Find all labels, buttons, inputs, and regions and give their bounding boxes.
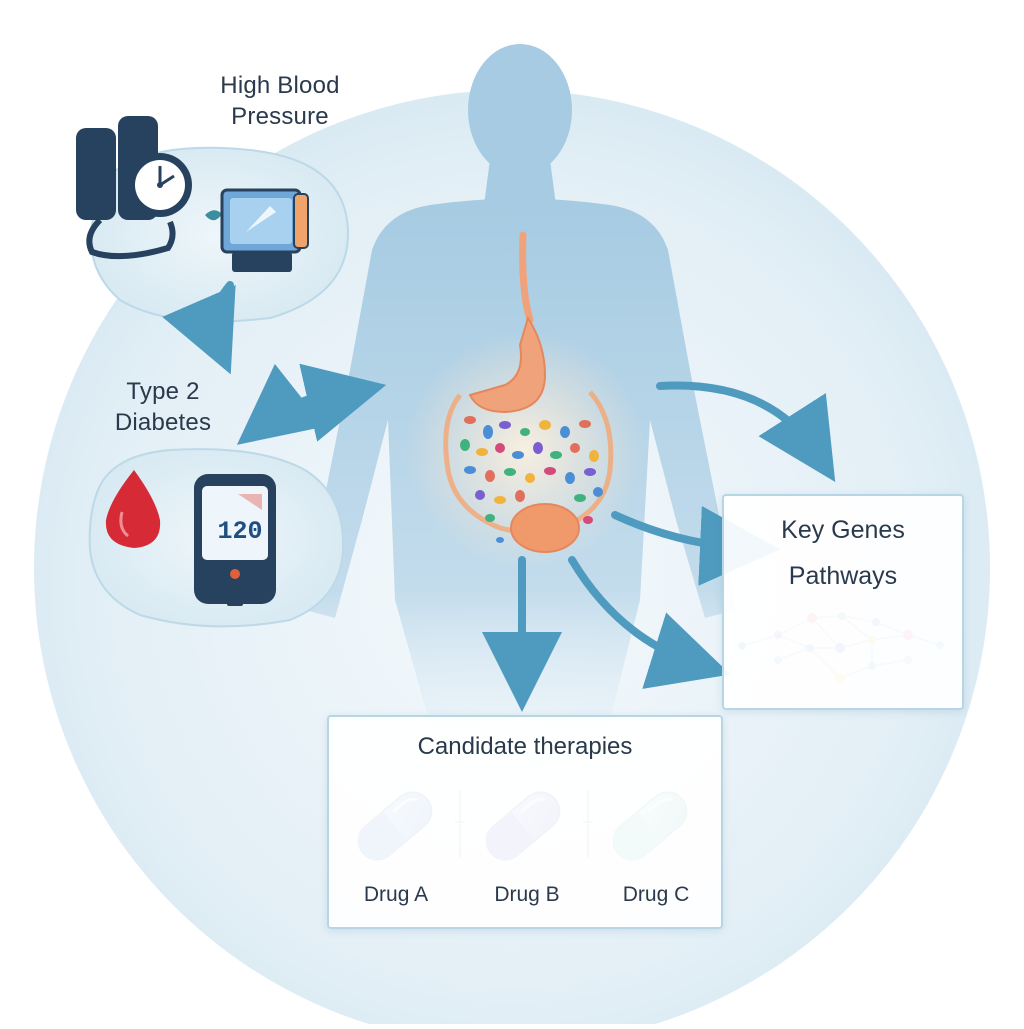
arrow-bp-to-diabetes bbox=[162, 281, 236, 375]
candidate-therapies-panel: Candidate therapies Drug A Drug B Drug C bbox=[327, 715, 723, 929]
glucose-meter-icon bbox=[194, 474, 276, 606]
arrow-gut-to-pathways bbox=[568, 556, 731, 689]
arrow-diabetes-to-body bbox=[258, 363, 387, 442]
blood-pressure-monitor-icon bbox=[76, 116, 192, 260]
digital-monitor-icon bbox=[205, 188, 309, 272]
key-genes-title: Key Genes bbox=[781, 516, 905, 544]
gut-microbiome bbox=[460, 416, 603, 543]
drug-a-label: Drug A bbox=[363, 883, 429, 906]
pathways-title: Pathways bbox=[788, 562, 898, 590]
stomach-icon bbox=[468, 231, 547, 414]
abdomen-glow bbox=[405, 330, 645, 570]
drug-b-label: Drug B bbox=[494, 883, 560, 906]
high-blood-pressure-label: High Blood Pressure bbox=[220, 72, 340, 130]
flow-arrows bbox=[162, 281, 836, 712]
drug-c-label: Drug C bbox=[622, 883, 690, 906]
arrow-shoulder-to-genes bbox=[656, 381, 836, 482]
candidate-therapies-title: Candidate therapies bbox=[417, 733, 633, 760]
glucose-reading: 120 bbox=[217, 517, 263, 546]
key-genes-panel: Key Genes Pathways bbox=[722, 494, 964, 710]
blood-drop-icon bbox=[105, 470, 161, 548]
type-2-diabetes-label: Type 2 Diabetes bbox=[114, 378, 212, 436]
colon-icon bbox=[510, 503, 580, 553]
